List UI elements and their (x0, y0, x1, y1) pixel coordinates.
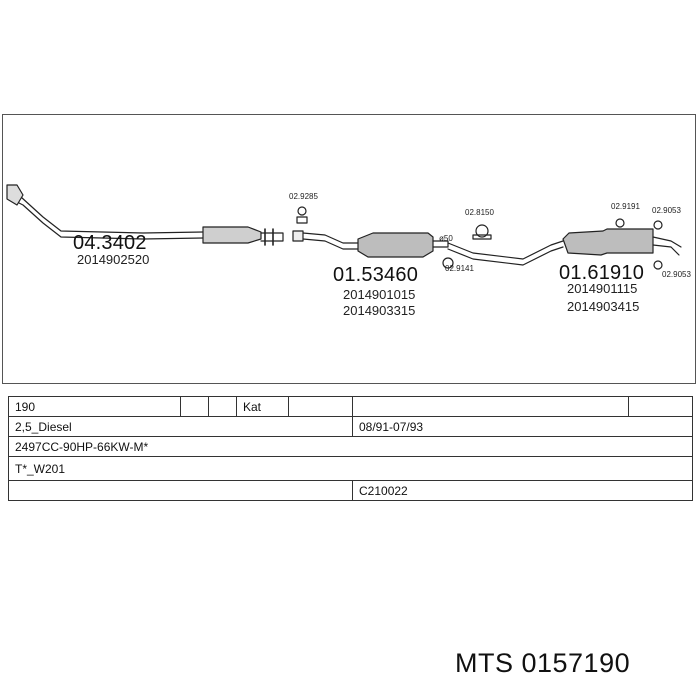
part-reference: 2014902520 (77, 252, 150, 267)
hanger-6 (653, 260, 663, 270)
pipe-diameter-note: ø50 (439, 234, 453, 243)
exhaust-system-diagram: 04.3402 2014902520 01.53460 2014901015 2… (2, 114, 696, 384)
table-cell (180, 396, 209, 417)
hanger-2 (475, 224, 489, 238)
rear-pipe (447, 240, 564, 260)
hanger-part-number: 02.9285 (289, 192, 318, 201)
date-range-cell: 08/91-07/93 (352, 416, 693, 437)
hanger-part-number: 02.8150 (465, 208, 494, 217)
part-reference: 2014903315 (343, 303, 416, 318)
hanger-part-number: 02.9141 (445, 264, 474, 273)
hanger-1 (297, 206, 307, 216)
part-number: 01.61910 (559, 262, 645, 284)
hanger-part-number: 02.9053 (662, 270, 691, 279)
table-cell (628, 396, 693, 417)
chassis-cell: T*_W201 (8, 456, 693, 481)
part-reference: 2014903415 (567, 299, 640, 314)
hanger-5 (653, 220, 663, 230)
table-row: 2497CC-90HP-66KW-M* (8, 436, 693, 457)
table-row: 2,5_Diesel 08/91-07/93 (8, 416, 693, 437)
engine-spec-cell: 2497CC-90HP-66KW-M* (8, 436, 693, 457)
part-reference: 2014901115 (567, 281, 638, 296)
part-number: 01.53460 (333, 264, 419, 286)
hanger-4 (615, 218, 625, 228)
mid-pipe (302, 232, 359, 244)
hanger-3 (442, 257, 454, 269)
front-pipe (12, 192, 204, 234)
catalyst-body (202, 226, 262, 244)
hanger-part-number: 02.9053 (652, 206, 681, 215)
part-reference: 2014901015 (343, 287, 416, 302)
catalyst-cell: Kat (236, 396, 289, 417)
middle-silencer (357, 232, 434, 258)
exhaust-drawing (6, 184, 682, 270)
front-flange (6, 184, 24, 206)
part-number: 04.3402 (73, 232, 147, 254)
table-cell (8, 480, 353, 501)
model-cell: 190 (8, 396, 181, 417)
hanger-part-number: 02.9191 (611, 202, 640, 211)
table-cell (352, 396, 629, 417)
vehicle-spec-table: 190 Kat 2,5_Diesel 08/91-07/93 2497CC-90… (8, 396, 693, 501)
table-row: 190 Kat (8, 396, 693, 417)
table-row: C210022 (8, 480, 693, 501)
table-cell (288, 396, 353, 417)
table-cell (208, 396, 237, 417)
rear-silencer (562, 228, 654, 256)
table-row: T*_W201 (8, 456, 693, 481)
brand-part-number: MTS 0157190 (455, 648, 631, 678)
code-cell: C210022 (352, 480, 693, 501)
engine-cell: 2,5_Diesel (8, 416, 353, 437)
